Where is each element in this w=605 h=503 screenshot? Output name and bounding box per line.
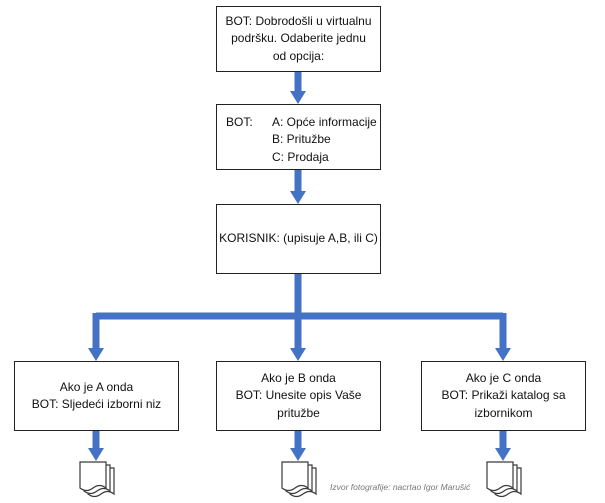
branch-box-c: Ako je C onda BOT: Prikaži katalog sa iz… xyxy=(421,361,586,431)
branch-c-line: BOT: Prikaži katalog sa xyxy=(441,388,566,403)
arrow-branch-b-out-head xyxy=(290,448,306,461)
stacked-documents-icon xyxy=(486,461,522,498)
welcome-box: BOT: Dobrodošli u virtualnu podršku. Oda… xyxy=(216,6,381,72)
branch-box-b: Ako je B onda BOT: Unesite opis Vaše pri… xyxy=(216,361,381,431)
branch-b-line: BOT: Unesite opis Vaše xyxy=(235,388,362,403)
arrow-welcome-to-menu-head xyxy=(290,91,306,104)
stacked-documents-icon xyxy=(79,461,115,498)
branch-b-line: Ako je B onda xyxy=(261,370,336,385)
arrow-branch-c-out-head xyxy=(495,448,511,461)
branch-c-line: izbornikom xyxy=(474,405,533,420)
menu-option-c: C: Prodaja xyxy=(272,149,329,164)
menu-option-a: A: Opće informacije xyxy=(272,115,377,129)
image-credit: Izvor fotografije: nacrtao Igor Marušić xyxy=(330,482,471,492)
welcome-line: BOT: Dobrodošli u virtualnu xyxy=(225,13,372,28)
welcome-line: podršku. Odaberite jednu xyxy=(231,31,366,46)
arrow-branch-a-out-head xyxy=(88,448,104,461)
menu-option-b: B: Pritužbe xyxy=(272,132,331,147)
stacked-documents-icon xyxy=(281,461,317,498)
user-input-text: KORISNIK: (upisuje A,B, ili C) xyxy=(219,231,378,246)
branch-a-line: Ako je A onda xyxy=(59,379,134,394)
branch-a-line: BOT: Sljedeći izborni niz xyxy=(31,397,162,411)
branch-b-line: pritužbe xyxy=(277,405,320,420)
menu-box: BOT: A: Opće informacije B: Pritužbe C: … xyxy=(216,104,381,170)
arrow-menu-to-user-head xyxy=(290,191,306,204)
menu-prefix: BOT: xyxy=(226,115,253,129)
branch-box-a: Ako je A onda BOT: Sljedeći izborni niz xyxy=(14,361,179,431)
arrow-to-branch-c-head xyxy=(495,348,511,361)
branch-c-line: Ako je C onda xyxy=(465,370,542,385)
welcome-line: od opcija: xyxy=(272,48,325,63)
arrow-to-branch-b-head xyxy=(290,348,306,361)
arrow-to-branch-a-head xyxy=(88,348,104,361)
user-input-box: KORISNIK: (upisuje A,B, ili C) xyxy=(216,204,381,274)
